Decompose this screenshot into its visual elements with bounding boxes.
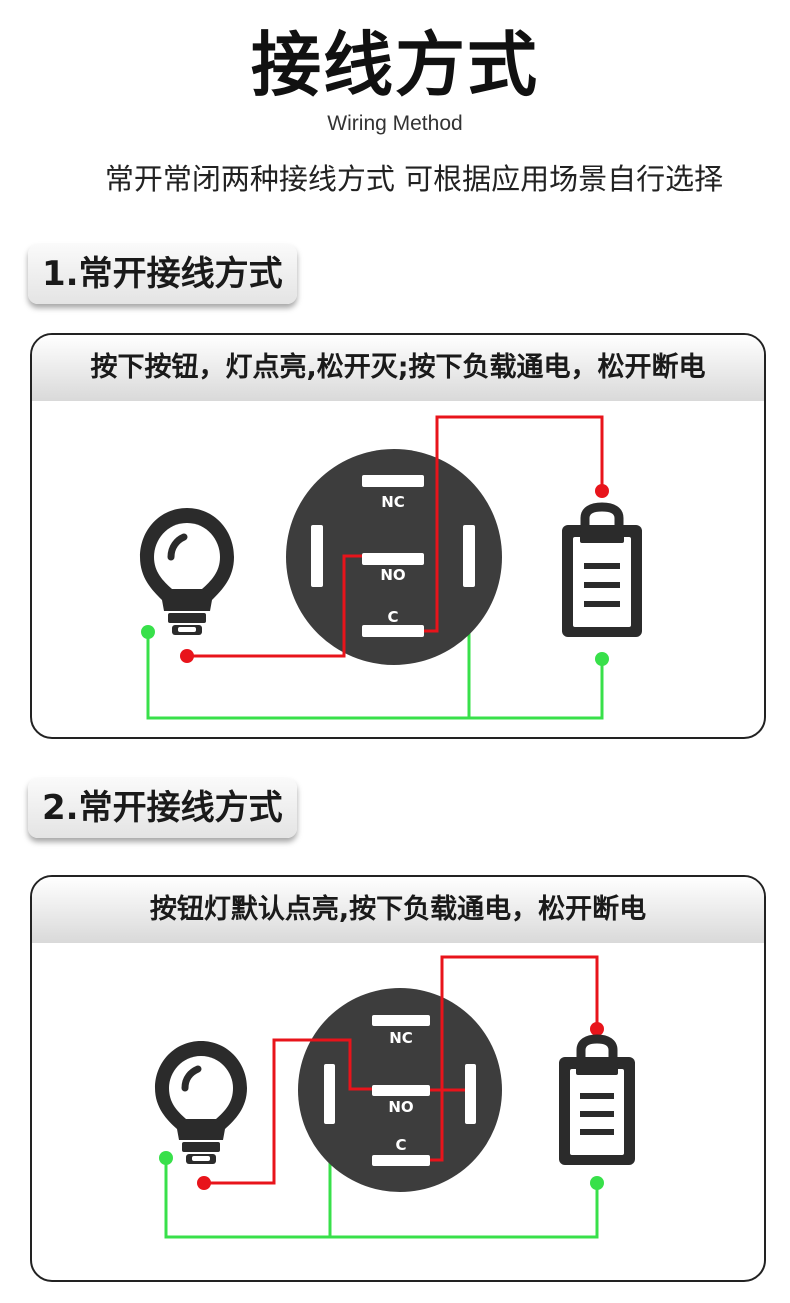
terminal-led-right-2 (465, 1064, 476, 1124)
light-bulb-icon (155, 1041, 247, 1164)
terminal-c-1 (362, 625, 424, 637)
terminal-no-1 (362, 553, 424, 565)
terminal-led-right-1 (463, 525, 475, 587)
dot-red-load-1 (595, 484, 609, 498)
dot-green-bulb-2 (159, 1151, 173, 1165)
terminal-nc-1 (362, 475, 424, 487)
page-subtitle: Wiring Method (327, 112, 463, 135)
dot-red-bulb-2 (197, 1176, 211, 1190)
section-1-label: 1.常开接线方式 (28, 244, 297, 304)
dot-green-load-1 (595, 652, 609, 666)
load-device-icon (559, 1034, 635, 1165)
pin-label-no-1: NO (380, 566, 405, 584)
wiring-card-1-caption: 按下按钮，灯点亮,松开灭;按下负载通电，松开断电 (32, 335, 764, 401)
pin-label-nc-2: NC (389, 1029, 413, 1047)
dot-green-load-2 (590, 1176, 604, 1190)
wiring-card-2-caption: 按钮灯默认点亮,按下负载通电，松开断电 (32, 877, 764, 943)
terminal-no-2 (372, 1085, 430, 1096)
power-wires-1 (187, 415, 604, 658)
wiring-diagram-2: NC NO C (155, 955, 635, 1239)
dot-red-bulb-1 (180, 649, 194, 663)
page-title: 接线方式 (251, 24, 539, 106)
terminal-c-2 (372, 1155, 430, 1166)
terminal-nc-2 (372, 1015, 430, 1026)
dot-red-load-2 (590, 1022, 604, 1036)
pin-label-no-2: NO (388, 1098, 413, 1116)
wiring-diagram-1: NC NO C (140, 415, 642, 720)
terminal-led-left-2 (324, 1064, 335, 1124)
dot-green-bulb-1 (141, 625, 155, 639)
page-description: 常开常闭两种接线方式 可根据应用场景自行选择 (104, 162, 724, 196)
load-device-icon (562, 502, 642, 637)
terminal-led-left-1 (311, 525, 323, 587)
light-bulb-icon (140, 508, 234, 635)
pin-label-c-2: C (395, 1136, 406, 1154)
pin-label-nc-1: NC (381, 493, 405, 511)
pin-label-c-1: C (387, 608, 398, 626)
section-2-label: 2.常开接线方式 (28, 778, 297, 838)
wiring-card-2: 按钮灯默认点亮,按下负载通电，松开断电 NC NO C (30, 875, 766, 1282)
wiring-card-1: 按下按钮，灯点亮,松开灭;按下负载通电，松开断电 NC NO C (30, 333, 766, 739)
power-wires-2 (204, 955, 599, 1185)
